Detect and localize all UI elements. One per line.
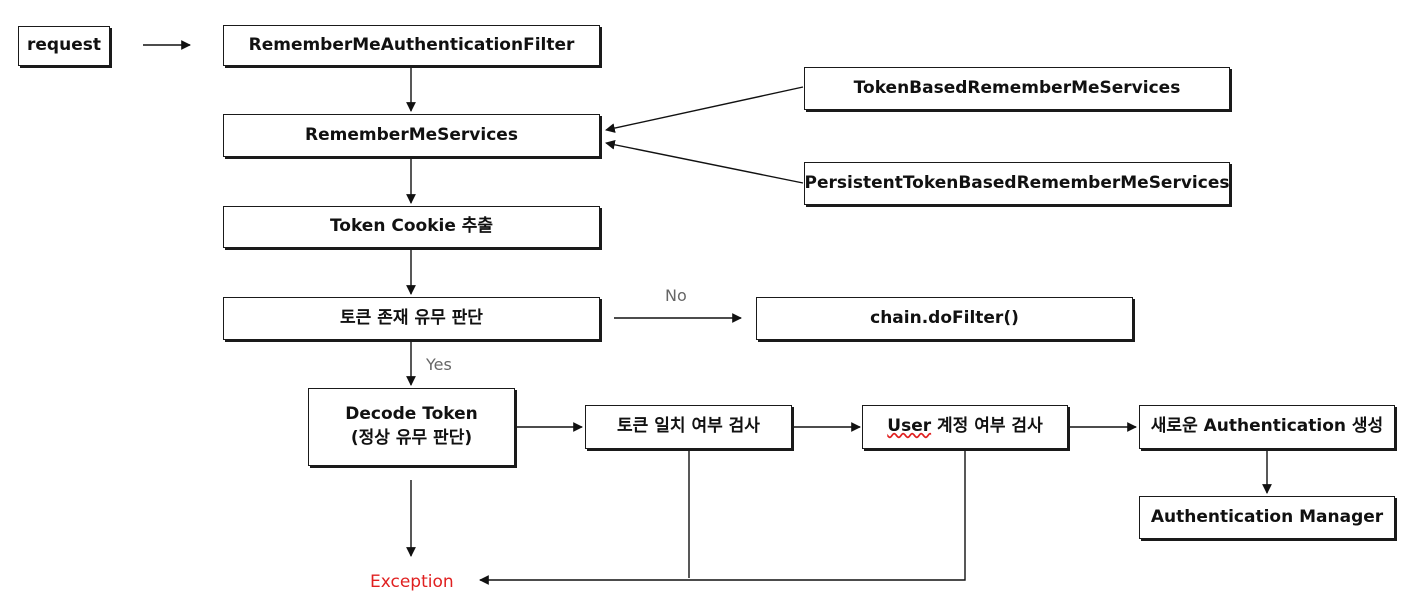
arrow-tokenbased-to-services: [605, 86, 804, 133]
decode-token-title: Decode Token: [345, 404, 478, 425]
user-account-check-box: User 계정 여부 검사: [862, 405, 1068, 449]
decode-token-box: Decode Token (정상 유무 판단): [308, 388, 515, 466]
yes-label: Yes: [426, 355, 452, 374]
user-word: User: [887, 416, 932, 437]
request-box: request: [18, 26, 110, 66]
token-match-check-box: 토큰 일치 여부 검사: [585, 405, 792, 449]
chain-dofilter-box: chain.doFilter(): [756, 297, 1133, 340]
new-authentication-box: 새로운 Authentication 생성: [1139, 405, 1395, 449]
remember-me-authentication-filter-box: RememberMeAuthenticationFilter: [223, 25, 600, 66]
remember-me-services-box: RememberMeServices: [223, 114, 600, 157]
exception-label: Exception: [370, 572, 454, 592]
decode-token-subtitle: (정상 유무 판단): [350, 428, 473, 448]
token-exists-check-box: 토큰 존재 유무 판단: [223, 297, 600, 340]
arrow-persistent-to-services: [605, 139, 804, 184]
authentication-manager-box: Authentication Manager: [1139, 496, 1395, 539]
line-user-to-exception: [479, 450, 966, 585]
token-based-remember-me-services-box: TokenBasedRememberMeServices: [804, 67, 1230, 110]
user-check-rest: 계정 여부 검사: [931, 416, 1043, 437]
no-label: No: [665, 286, 687, 305]
token-cookie-extract-box: Token Cookie 추출: [223, 206, 600, 248]
persistent-token-based-remember-me-services-box: PersistentTokenBasedRememberMeServices: [804, 162, 1230, 205]
